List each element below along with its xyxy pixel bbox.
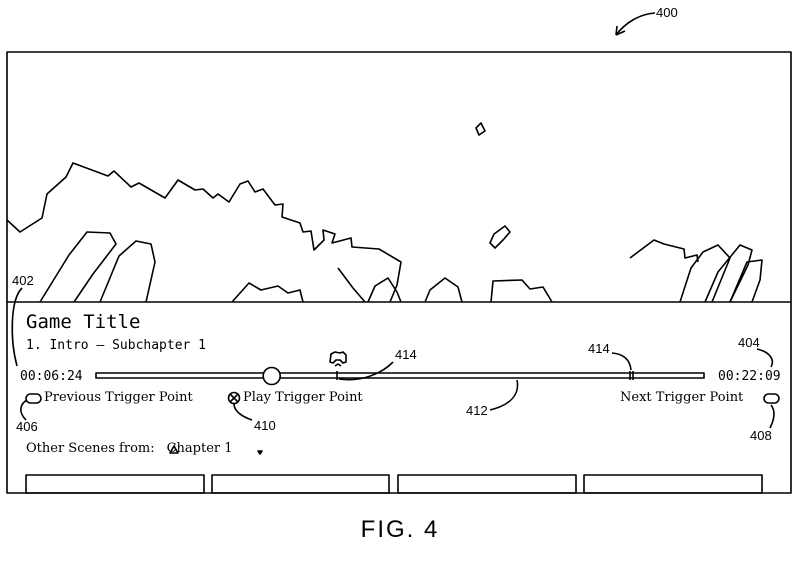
ref-numeral-406: 406 [16,419,38,434]
timeline-bar[interactable] [95,372,705,379]
triangle-icon [169,445,179,454]
dropdown-arrow-icon[interactable] [257,450,263,455]
leader-408 [769,404,775,429]
ref-numeral-402: 402 [12,273,34,288]
time-total: 00:22:09 [718,369,781,384]
controller-icon [329,351,347,367]
other-scenes-selector[interactable]: Other Scenes from: Chapter 1 [26,441,233,456]
leader-400 [615,12,656,36]
prev-button-icon[interactable] [25,393,42,404]
menu-tab-1[interactable] [25,474,205,494]
other-scenes-label: Other Scenes from: [26,441,155,456]
leader-412 [489,379,519,411]
ref-numeral-414-a: 414 [395,347,417,362]
ref-numeral-408: 408 [750,428,772,443]
next-trigger-point-button[interactable]: Next Trigger Point [620,390,744,405]
scenes-chapter-value[interactable]: Chapter 1 [166,441,233,456]
leader-404 [756,348,774,368]
time-elapsed: 00:06:24 [20,369,83,384]
ref-numeral-404: 404 [738,335,760,350]
game-title: Game Title [26,311,141,333]
leader-410 [233,403,253,421]
leader-402 [11,287,23,367]
game-scene [6,122,763,303]
figure-caption: FIG. 4 [360,516,440,543]
leader-414-b [611,352,632,371]
ref-numeral-410: 410 [254,418,276,433]
ref-numeral-414-b: 414 [588,341,610,356]
play-button-icon[interactable] [227,391,241,405]
playhead-handle[interactable] [262,366,282,386]
menu-tab-2[interactable] [211,474,390,494]
chapter-subtitle: 1. Intro – Subchapter 1 [26,338,207,353]
ref-numeral-412: 412 [466,403,488,418]
play-trigger-point-button[interactable]: Play Trigger Point [243,390,363,405]
menu-tab-3[interactable] [397,474,577,494]
ref-numeral-400: 400 [656,5,678,20]
leader-406 [20,399,28,421]
previous-trigger-point-button[interactable]: Previous Trigger Point [44,390,193,405]
menu-tab-4[interactable] [583,474,763,494]
leader-414-a [338,361,394,381]
next-button-icon[interactable] [763,393,780,404]
